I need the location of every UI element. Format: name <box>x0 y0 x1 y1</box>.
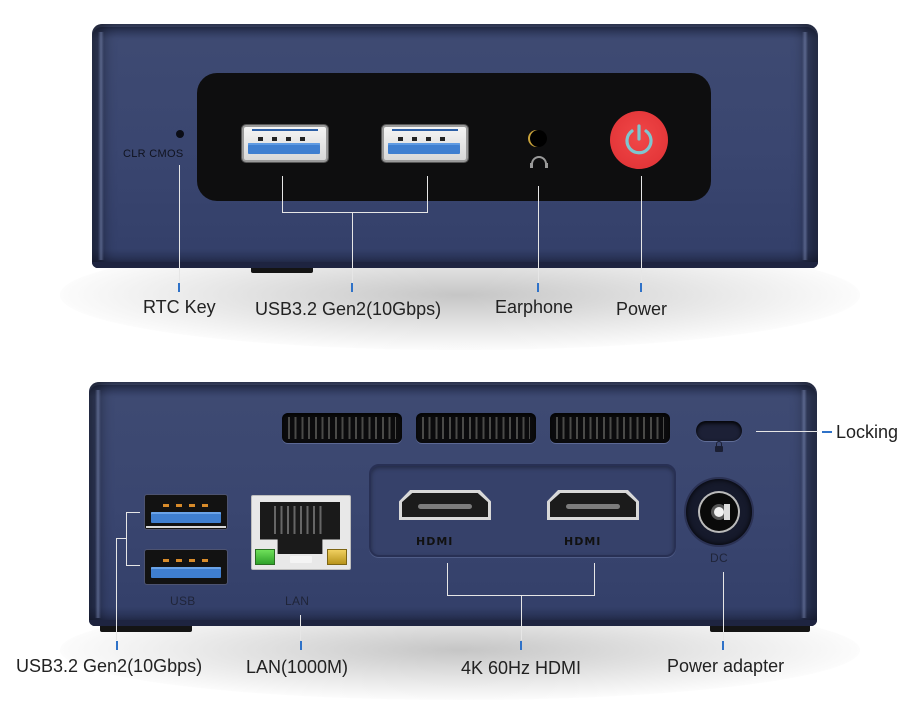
power-callout-tick <box>640 283 642 292</box>
front-usb-port-2 <box>382 125 468 162</box>
usb-port-tongue <box>151 567 221 578</box>
lock-leader-line <box>756 431 818 432</box>
hdmi-leader-stem <box>521 595 522 640</box>
rear-foot-left <box>100 624 192 632</box>
power-icon <box>625 124 653 155</box>
hdmi-logo-2: HDMI <box>564 535 602 548</box>
vent-2 <box>416 413 536 443</box>
usb-port-tongue <box>151 512 221 523</box>
hdmi-port-contacts <box>566 504 620 509</box>
usb-port-pins <box>163 504 213 507</box>
clr-cmos-label: CLR CMOS <box>123 148 184 160</box>
lock-callout-tick <box>822 431 832 433</box>
usb-leader-bracket <box>282 212 428 213</box>
usb-leader-stem <box>352 212 353 283</box>
lan-printed-label: LAN <box>285 594 310 608</box>
dc-printed-label: DC <box>710 551 728 565</box>
hdmi-leader-left <box>447 563 448 595</box>
usb-leader-right <box>427 176 428 212</box>
rear-foot-right <box>710 624 810 632</box>
rear-usb-bracket-top <box>126 512 140 513</box>
usb-port-detail <box>392 129 458 131</box>
usb-port-pins <box>258 137 312 141</box>
callout-power-adapter: Power adapter <box>667 656 785 676</box>
earphone-leader-line <box>538 186 539 283</box>
dc-jack-pin <box>714 507 724 517</box>
hdmi-leader-right <box>594 563 595 595</box>
hdmi-logo-1: HDMI <box>416 535 454 548</box>
power-button[interactable] <box>610 111 668 169</box>
usb-port-detail <box>146 526 226 528</box>
vent-3 <box>550 413 670 443</box>
callout-earphone: Earphone <box>495 297 574 317</box>
dc-jack-key <box>724 504 730 520</box>
front-foot <box>251 265 313 273</box>
callout-rear-usb: USB3.2 Gen2(10Gbps) <box>16 656 203 676</box>
rear-usb-bracket-side <box>126 512 127 566</box>
earphone-callout-tick <box>537 283 539 292</box>
lan-activity-led <box>327 549 347 565</box>
rear-left-edge-highlight <box>95 390 101 618</box>
hdmi-port-contacts <box>418 504 472 509</box>
lan-link-led <box>255 549 275 565</box>
rear-usb-leader-stem <box>116 538 117 640</box>
vent-1 <box>282 413 402 443</box>
rear-usb-port-1 <box>144 494 228 530</box>
lan-port-latch <box>290 556 312 563</box>
rear-right-edge-highlight <box>801 390 807 618</box>
dc-leader-line <box>723 572 724 640</box>
front-usb-port-1 <box>242 125 328 162</box>
usb-port-tongue <box>388 143 460 154</box>
lan-port <box>251 495 351 570</box>
callout-lan: LAN(1000M) <box>246 657 349 677</box>
rtc-leader-line <box>179 165 180 283</box>
lan-port-contacts <box>274 506 326 534</box>
usb-port-tongue <box>248 143 320 154</box>
hdmi-callout-tick <box>520 641 522 650</box>
dc-power-jack <box>686 479 752 545</box>
callout-power: Power <box>616 299 668 319</box>
rear-usb-bracket-arm <box>116 538 127 539</box>
hdmi-port-2 <box>547 490 639 520</box>
callout-rtc-key: RTC Key <box>143 297 216 317</box>
dc-jack-opening <box>700 493 738 531</box>
earphone-jack <box>530 130 547 147</box>
hdmi-port-opening <box>402 493 488 517</box>
usb-printed-label: USB <box>170 594 196 608</box>
usb-port-pins <box>398 137 452 141</box>
callout-hdmi: 4K 60Hz HDMI <box>461 658 582 678</box>
lan-leader-line <box>300 615 301 640</box>
callout-front-usb: USB3.2 Gen2(10Gbps) <box>255 299 442 319</box>
usb-callout-tick <box>351 283 353 292</box>
rear-usb-bracket-bottom <box>126 565 140 566</box>
hdmi-port-1 <box>399 490 491 520</box>
usb-leader-left <box>282 176 283 212</box>
callout-locking: Locking <box>836 422 899 442</box>
lan-callout-tick <box>300 641 302 650</box>
usb-port-pins <box>163 559 213 562</box>
hdmi-port-opening <box>550 493 636 517</box>
kensington-lock-slot <box>696 421 742 441</box>
rtc-callout-tick <box>178 283 180 292</box>
usb-port-detail <box>252 129 318 131</box>
dc-callout-tick <box>722 641 724 650</box>
clr-cmos-button[interactable] <box>176 130 184 138</box>
rear-usb-callout-tick <box>116 641 118 650</box>
rear-usb-port-2 <box>144 549 228 585</box>
front-right-edge-highlight <box>802 32 808 260</box>
power-leader-line <box>641 176 642 283</box>
lock-icon <box>715 441 723 452</box>
headphone-icon <box>530 156 548 168</box>
front-left-edge-highlight <box>98 32 104 260</box>
